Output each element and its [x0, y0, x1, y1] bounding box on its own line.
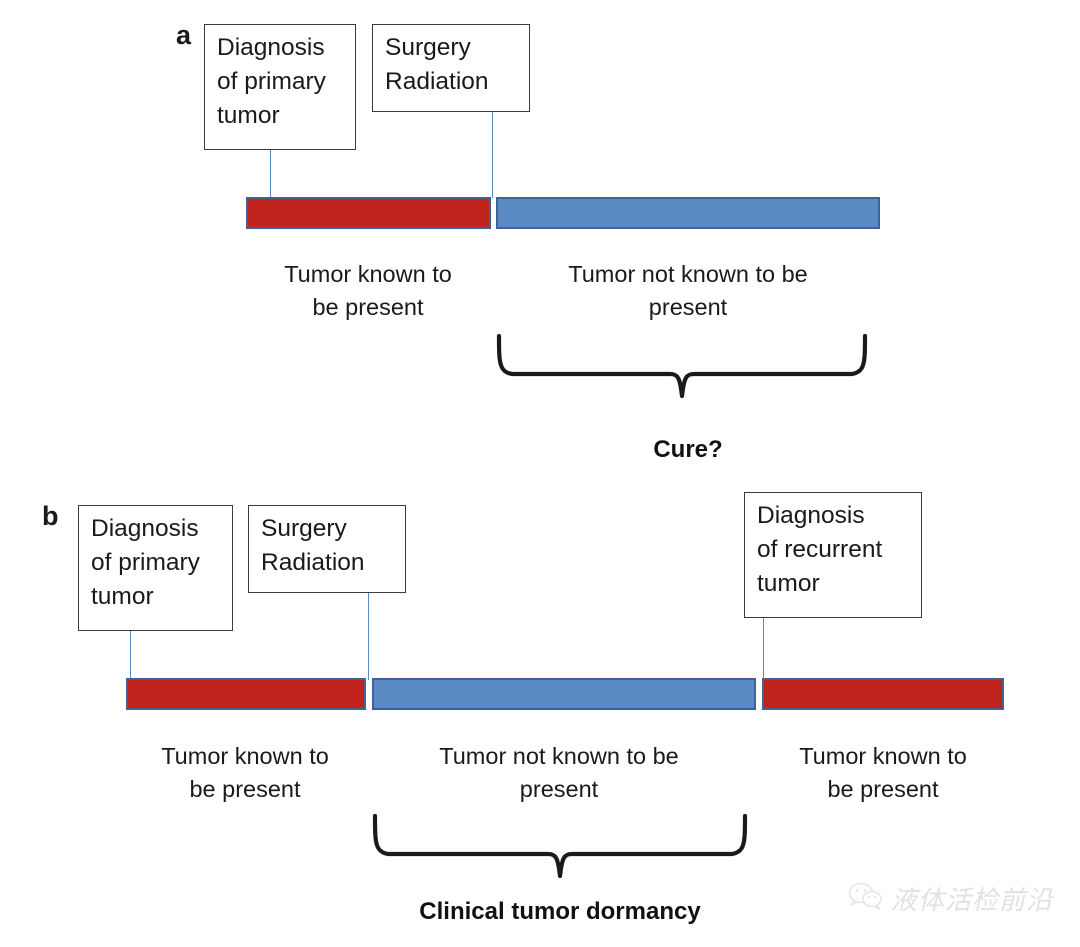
caption-tumor-absent-b: Tumor not known to be present — [439, 743, 679, 803]
box-surgery-radiation-a: Surgery Radiation — [372, 24, 530, 112]
caption-tumor-present-b-2: Tumor known to be present — [799, 743, 967, 803]
brace-label-cure: Cure? — [653, 436, 723, 463]
watermark-text: 液体活检前沿 — [891, 886, 1054, 916]
connector-line-surgery-b — [368, 593, 370, 680]
bar-tumor-absent-b — [372, 678, 756, 710]
panel-letter-b: b — [42, 501, 59, 531]
connector-line-surgery-a — [492, 112, 494, 198]
box-diagnosis-primary-tumor-b: Diagnosis of primary tumor — [78, 505, 233, 631]
box-diagnosis-primary-tumor-a: Diagnosis of primary tumor — [204, 24, 356, 150]
connector-line-diagnosis-b — [130, 631, 132, 680]
box-surgery-radiation-b: Surgery Radiation — [248, 505, 406, 593]
brace-clinical-dormancy — [368, 812, 756, 880]
caption-tumor-present-a: Tumor known to be present — [284, 261, 452, 321]
connector-line-recurrent-b — [763, 618, 765, 680]
bar-tumor-absent-a — [496, 197, 880, 229]
caption-tumor-present-b-1: Tumor known to be present — [161, 743, 329, 803]
box-diagnosis-recurrent-tumor-b: Diagnosis of recurrent tumor — [744, 492, 922, 618]
caption-tumor-absent-a: Tumor not known to be present — [568, 261, 808, 321]
bar-tumor-present-b-2 — [762, 678, 1004, 710]
bar-tumor-present-b-1 — [126, 678, 366, 710]
brace-label-clinical-dormancy: Clinical tumor dormancy — [419, 898, 701, 925]
brace-cure — [492, 332, 876, 400]
panel-letter-a: a — [176, 20, 192, 50]
connector-line-diagnosis-a — [270, 150, 272, 198]
watermark: 液体活检前沿 — [848, 880, 1053, 917]
bar-tumor-present-a — [246, 197, 491, 229]
wechat-icon — [848, 882, 882, 915]
